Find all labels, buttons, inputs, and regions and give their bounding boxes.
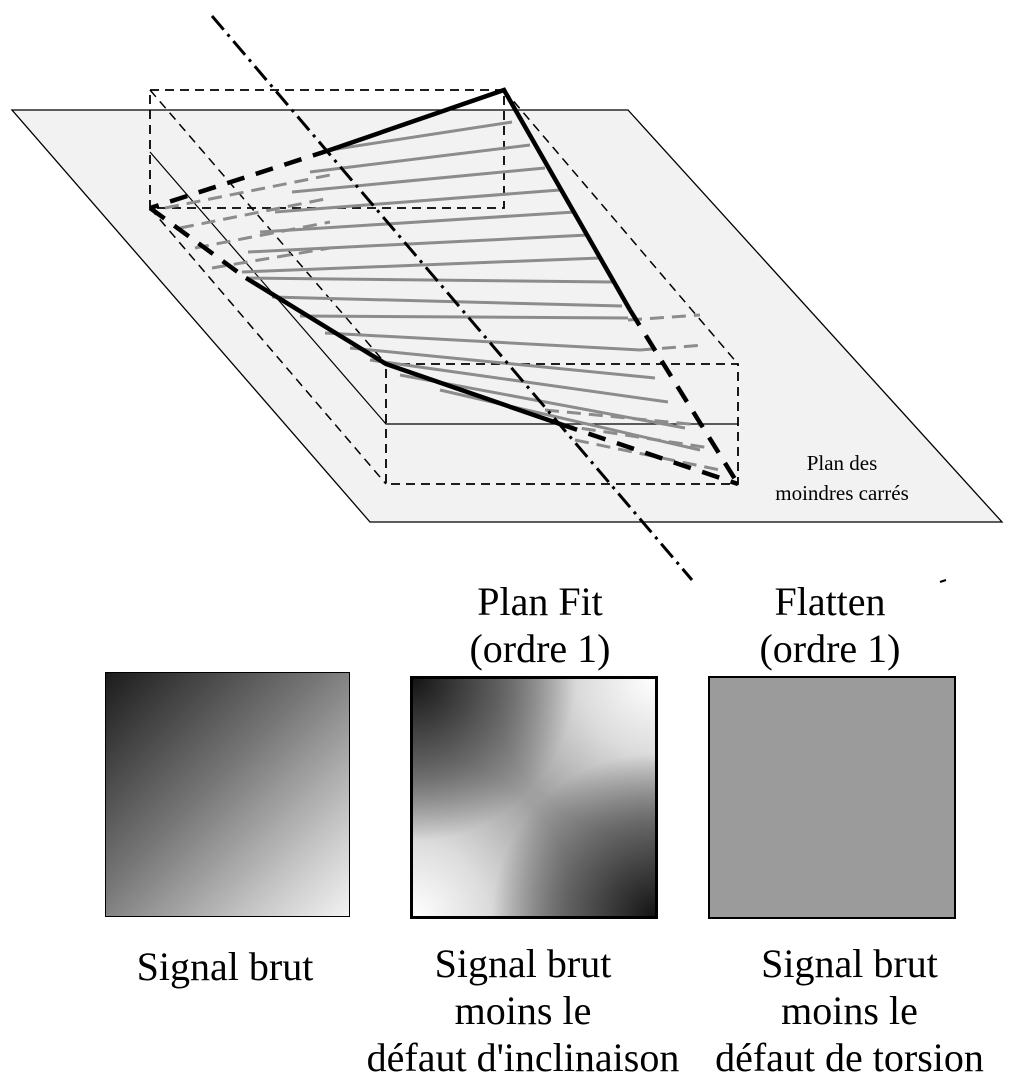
ruled-surface-dashed-lines	[164, 173, 721, 472]
planfit-caption-line3: défaut d'inclinaison	[366, 1035, 680, 1081]
raw-caption: Signal brut	[95, 943, 355, 990]
planfit-title: Plan Fit	[477, 579, 603, 624]
plane-label-line2: moindres carrés	[775, 481, 909, 506]
planfit-order: (ordre 1)	[469, 626, 611, 672]
twist-axis-line	[210, 15, 694, 581]
raw-signal-image	[105, 672, 350, 917]
flatten-caption-line1: Signal brut	[761, 941, 938, 986]
planfit-caption-line1: Signal brut	[434, 941, 612, 986]
bounding-box-edges	[149, 89, 739, 485]
raw-caption-line1: Signal brut	[136, 944, 314, 989]
flatten-caption: Signal brut moins le défaut de torsion	[688, 940, 1011, 1082]
surface-outline-solid	[244, 87, 632, 427]
plane-label-line1: Plan des	[806, 451, 878, 475]
tick-mark	[939, 579, 947, 583]
least-squares-plane-diagram	[10, 15, 1004, 583]
flatten-title: Flatten	[774, 579, 886, 624]
flatten-order: (ordre 1)	[759, 626, 901, 672]
planfit-caption: Signal brut moins le défaut d'inclinaiso…	[358, 940, 688, 1082]
surface-outline-dashed	[148, 147, 740, 487]
planfit-header: Plan Fit (ordre 1)	[400, 578, 680, 672]
planfit-image	[410, 676, 658, 919]
planfit-caption-line2: moins le	[454, 988, 592, 1034]
flatten-image	[708, 676, 956, 919]
flatten-caption-line3: défaut de torsion	[715, 1035, 984, 1081]
plane-label: Plan des moindres carrés	[752, 448, 932, 509]
flatten-header: Flatten (ordre 1)	[690, 578, 970, 672]
ruled-surface-solid-lines	[241, 120, 701, 452]
flatten-caption-line2: moins le	[781, 988, 918, 1034]
